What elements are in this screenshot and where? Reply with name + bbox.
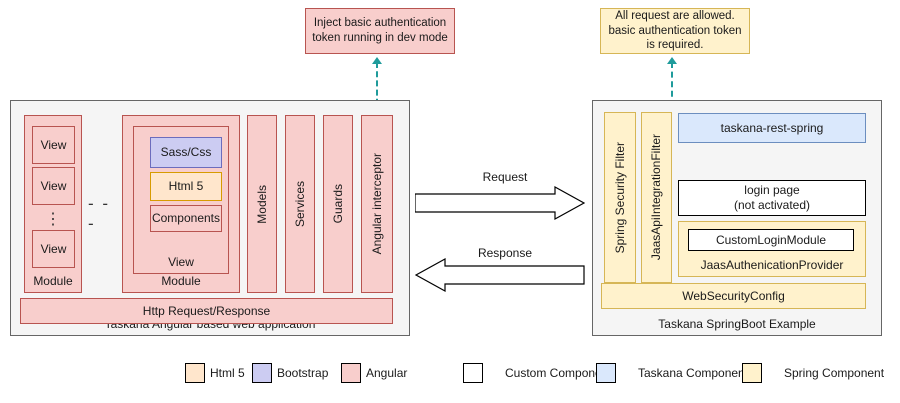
legend-swatch-html5 (185, 363, 205, 383)
filter-spring-security-label: Spring Security Filter (612, 141, 627, 254)
legend-item-bootstrap: Bootstrap (252, 363, 328, 383)
module-two-components[interactable]: Components (150, 205, 222, 232)
legend-label-html5: Html 5 (210, 366, 245, 380)
module-one-view-2[interactable]: View (32, 167, 75, 205)
note-inject-token: Inject basic authentication token runnin… (305, 8, 455, 54)
legend-label-custom-component: Custom Component (505, 366, 612, 380)
modules-ellipsis: - - - (88, 194, 111, 233)
column-guards[interactable]: Guards (323, 115, 353, 293)
legend-swatch-custom-component (463, 363, 483, 383)
legend-item-taskana-component: Taskana Component (596, 363, 748, 383)
legend-item-spring-component: Spring Component (742, 363, 884, 383)
web-security-config[interactable]: WebSecurityConfig (601, 283, 866, 309)
module-one-vertical-ellipsis: ⋮ (45, 210, 62, 228)
filter-jaas-api-integration[interactable]: JaasApiIntegrationFilter (641, 112, 672, 283)
module-one-view-3[interactable]: View (32, 230, 75, 268)
column-services[interactable]: Services (285, 115, 315, 293)
legend-label-spring-component: Spring Component (784, 366, 885, 380)
login-page-line-1: login page (744, 183, 800, 197)
legend-label-angular: Angular (366, 366, 408, 380)
legend-item-angular: Angular (341, 363, 407, 383)
custom-login-module[interactable]: CustomLoginModule (688, 229, 854, 251)
legend-label-bootstrap: Bootstrap (277, 366, 329, 380)
legend-item-custom-component: Custom Component (463, 363, 612, 383)
response-arrow (415, 258, 585, 292)
request-arrow (415, 186, 585, 220)
column-guards-label: Guards (330, 184, 345, 224)
legend-swatch-spring-component (742, 363, 762, 383)
filter-spring-security[interactable]: Spring Security Filter (604, 112, 636, 283)
http-request-response-bar[interactable]: Http Request/Response (20, 298, 393, 324)
legend-swatch-angular (341, 363, 361, 383)
note-all-requests-connector (671, 62, 673, 116)
taskana-rest-spring-box[interactable]: taskana-rest-spring (678, 113, 866, 143)
note-all-requests-allowed: All request are allowed. basic authentic… (600, 8, 750, 54)
module-two-sass-css[interactable]: Sass/Css (150, 137, 222, 168)
login-page-box[interactable]: login page (not activated) (678, 180, 866, 216)
response-arrow-label: Response (477, 246, 533, 260)
column-angular-interceptor[interactable]: Angular interceptor (361, 115, 393, 293)
column-models[interactable]: Models (247, 115, 277, 293)
legend-swatch-bootstrap (252, 363, 272, 383)
note-all-requests-arrowhead (667, 57, 677, 64)
note-inject-token-connector (376, 62, 378, 114)
column-angular-interceptor-label: Angular interceptor (369, 153, 384, 255)
module-one-view-1[interactable]: View (32, 126, 75, 164)
module-two-html5[interactable]: Html 5 (150, 172, 222, 201)
note-inject-token-arrowhead (372, 57, 382, 64)
request-arrow-label: Request (482, 170, 528, 184)
column-services-label: Services (292, 180, 307, 227)
column-models-label: Models (254, 184, 269, 224)
legend-item-html5: Html 5 (185, 363, 245, 383)
filter-jaas-api-integration-label: JaasApiIntegrationFilter (649, 134, 663, 261)
legend-swatch-taskana-component (596, 363, 616, 383)
login-page-line-2: (not activated) (733, 198, 811, 212)
legend-label-taskana-component: Taskana Component (638, 366, 749, 380)
